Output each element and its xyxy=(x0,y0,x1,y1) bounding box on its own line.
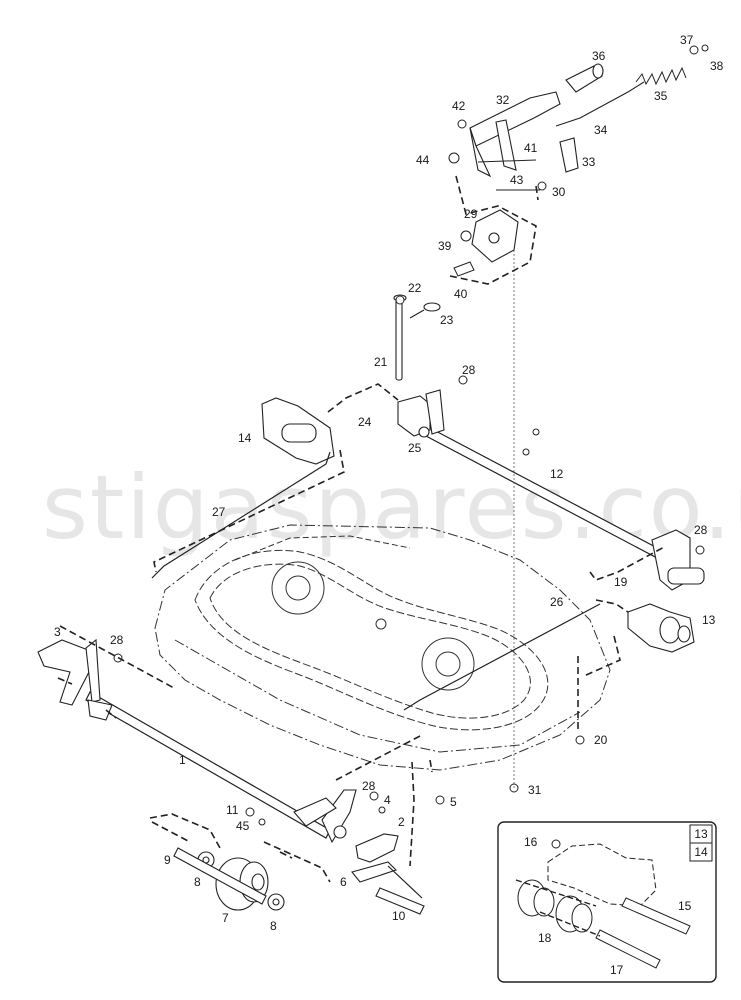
part-23-clip xyxy=(409,302,441,319)
callout-10: 10 xyxy=(392,909,406,923)
callout-19: 19 xyxy=(614,575,628,589)
small-hardware xyxy=(113,44,709,826)
callout-37: 37 xyxy=(680,33,694,47)
part-32-lever xyxy=(469,91,561,178)
callout-40: 40 xyxy=(454,287,468,301)
callout-1: 1 xyxy=(179,753,186,767)
part-1-front-axle xyxy=(85,691,331,839)
callout-8b: 8 xyxy=(270,919,277,933)
callout-42: 42 xyxy=(452,99,466,113)
callout-27: 27 xyxy=(212,505,226,519)
callout-30: 30 xyxy=(552,185,566,199)
callout-7: 7 xyxy=(222,911,229,925)
inset-bushings xyxy=(517,879,593,933)
part-27-rod xyxy=(151,451,331,579)
callout-4: 4 xyxy=(384,793,391,807)
part-3-bracket xyxy=(37,638,113,721)
bolts-41-43 xyxy=(477,159,540,191)
callout-18: 18 xyxy=(538,931,552,945)
callout-6: 6 xyxy=(340,875,347,889)
callout-28d: 28 xyxy=(362,779,376,793)
callout-2: 2 xyxy=(398,815,405,829)
inset-bolt-15 xyxy=(621,897,691,935)
part-35-spring xyxy=(635,66,687,86)
callout-9: 9 xyxy=(164,853,171,867)
callout-43: 43 xyxy=(510,173,524,187)
callout-16: 16 xyxy=(524,835,538,849)
callout-28b: 28 xyxy=(694,523,708,537)
part-13-pivot-block xyxy=(627,603,695,653)
callout-32: 32 xyxy=(496,93,510,107)
callout-25: 25 xyxy=(408,441,422,455)
callout-20: 20 xyxy=(594,733,608,747)
part-36-grip xyxy=(565,63,604,93)
inset-ref-13: 13 xyxy=(694,827,708,841)
assembly-dash-lines xyxy=(57,175,667,883)
callout-11: 11 xyxy=(226,803,239,817)
front-arm-bracket xyxy=(293,789,357,844)
part-14-pivot-block xyxy=(261,397,335,465)
rear-right-bracket xyxy=(651,529,705,591)
part-40-pin xyxy=(453,261,475,277)
part-29-bracket xyxy=(471,209,519,263)
callout-28c: 28 xyxy=(110,633,124,647)
callout-21: 21 xyxy=(374,355,388,369)
inset-ref-14: 14 xyxy=(694,845,708,859)
callout-31: 31 xyxy=(528,783,542,797)
center-lift-bracket xyxy=(397,389,445,438)
watermark-text: stigaspares.co.uk xyxy=(42,456,741,559)
callout-22: 22 xyxy=(408,281,422,295)
callout-29: 29 xyxy=(464,207,478,221)
part-2-lever-plate xyxy=(355,833,399,863)
part-33-plate xyxy=(559,137,579,173)
callout-45: 45 xyxy=(236,819,250,833)
callout-3: 3 xyxy=(54,625,61,639)
part-6-link xyxy=(351,861,423,899)
callout-33: 33 xyxy=(582,155,596,169)
callout-44: 44 xyxy=(416,153,430,167)
callout-5: 5 xyxy=(450,795,457,809)
part-9-axle xyxy=(173,847,267,905)
callout-24: 24 xyxy=(358,415,372,429)
callout-13: 13 xyxy=(702,613,716,627)
part-34-link-rod xyxy=(555,81,645,127)
callout-8a: 8 xyxy=(194,875,201,889)
callout-35: 35 xyxy=(654,89,668,103)
callout-39: 39 xyxy=(438,239,452,253)
callout-14: 14 xyxy=(238,431,252,445)
callout-34: 34 xyxy=(594,123,608,137)
callout-23: 23 xyxy=(440,313,454,327)
part-10-pin xyxy=(375,887,425,915)
part-21-lift-rod xyxy=(393,294,407,381)
callout-15: 15 xyxy=(678,899,692,913)
callout-labels: 1 2 3 4 5 6 7 8 8 9 10 11 12 13 14 15 16… xyxy=(54,33,724,977)
callout-38: 38 xyxy=(710,59,724,73)
callout-36: 36 xyxy=(592,49,606,63)
part-26-rod xyxy=(403,603,601,711)
callout-28a: 28 xyxy=(462,363,476,377)
inset-bracket xyxy=(547,843,657,907)
detail-inset: 13 14 xyxy=(497,821,717,983)
callout-26: 26 xyxy=(550,595,564,609)
callout-17: 17 xyxy=(610,963,624,977)
callout-41: 41 xyxy=(524,141,538,155)
mower-deck xyxy=(154,524,611,771)
callout-12: 12 xyxy=(550,467,564,481)
inset-shaft-17 xyxy=(595,929,661,969)
